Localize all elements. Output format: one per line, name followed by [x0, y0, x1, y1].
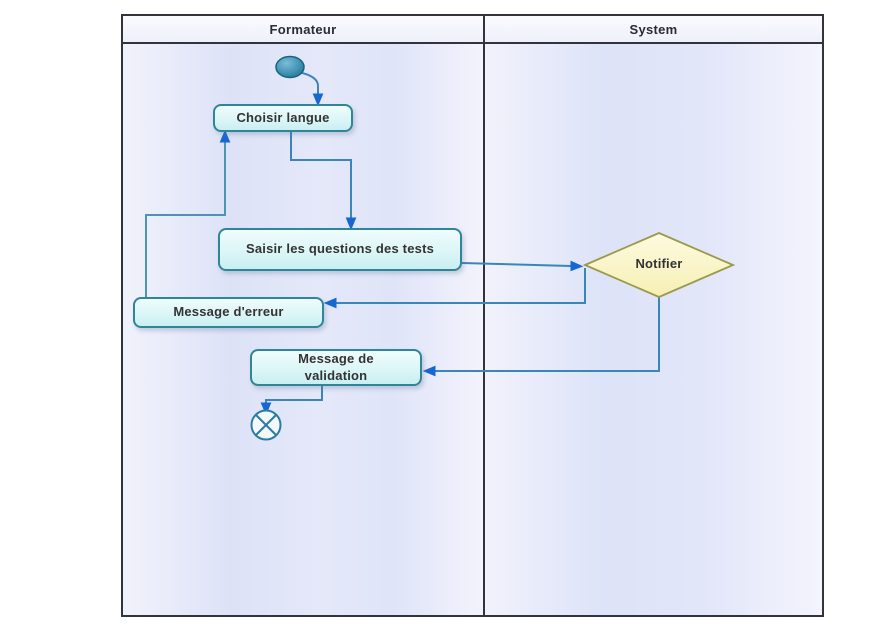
swimlane-header-row: Formateur System	[123, 16, 822, 44]
lane-header-system: System	[485, 16, 822, 42]
activity-message-validation[interactable]: Message de validation	[250, 349, 422, 386]
activity-message-erreur[interactable]: Message d'erreur	[133, 297, 324, 328]
lane-system-label: System	[629, 21, 678, 37]
activity-message-erreur-label: Message d'erreur	[173, 304, 284, 320]
activity-choisir-langue[interactable]: Choisir langue	[213, 104, 353, 132]
decision-notifier-label: Notifier	[635, 256, 683, 271]
lane-system-body	[485, 44, 822, 615]
activity-message-validation-label: Message de validation	[298, 351, 374, 383]
lane-formateur-label: Formateur	[269, 21, 337, 37]
activity-choisir-langue-label: Choisir langue	[236, 109, 330, 125]
activity-saisir-questions[interactable]: Saisir les questions des tests	[218, 228, 462, 271]
activity-saisir-questions-label: Saisir les questions des tests	[245, 241, 435, 257]
lane-header-formateur: Formateur	[123, 16, 485, 42]
